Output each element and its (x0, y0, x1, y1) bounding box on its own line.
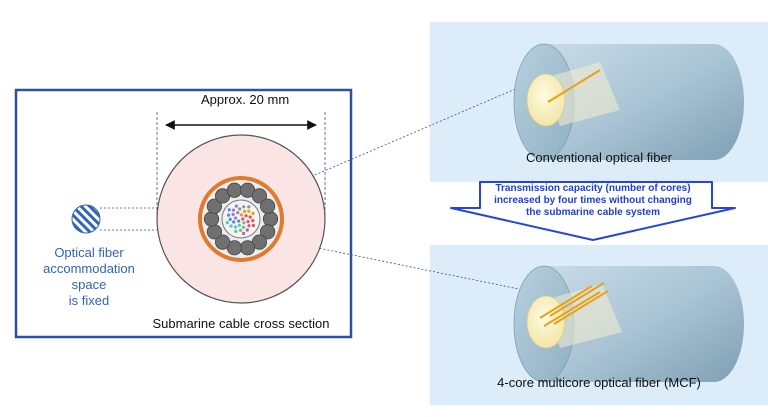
fiber-dot (234, 229, 238, 233)
fiber-dot (246, 220, 250, 224)
armor-wire (251, 188, 267, 204)
fiber-dot (238, 228, 243, 232)
fiber-dot (248, 215, 252, 219)
cable-cross-section (156, 134, 326, 304)
fiber-dot (231, 208, 236, 212)
fiber-dot (247, 224, 251, 228)
fiber-dot (244, 214, 248, 218)
fiber-dot (239, 213, 243, 217)
fiber-space-hatch (71, 204, 101, 234)
fiber-dot (231, 212, 235, 216)
armor-wire (259, 224, 276, 240)
fiber-tube (221, 199, 261, 239)
armor-wire (206, 224, 222, 240)
fiber-dot (237, 219, 241, 223)
fiber-bundle (225, 204, 255, 236)
fiber-dot (233, 225, 237, 229)
fiber-dot (236, 211, 240, 215)
dimension-guides (156, 112, 326, 218)
mcf-label: 4-core multicore optical fiber (MCF) (497, 375, 701, 390)
fiber-dot (245, 228, 249, 232)
fiber-dot (227, 208, 231, 212)
armor-wire (215, 234, 231, 250)
width-label: Approx. 20 mm (201, 92, 290, 107)
armor-wire (226, 182, 242, 198)
armor-wires (203, 182, 279, 256)
fiber-dot (247, 209, 251, 213)
mcf-fiber-illustration (513, 265, 744, 383)
single-core (547, 69, 601, 103)
four-cores (539, 282, 609, 327)
armor-wire (240, 240, 256, 256)
armor-wire (203, 211, 220, 227)
fiber-dot (234, 216, 238, 220)
fiber-dot (241, 217, 245, 221)
fiber-dot (234, 204, 238, 208)
fiber-dot (237, 223, 241, 227)
capacity-arrow (450, 181, 736, 241)
fiber-dot (251, 223, 255, 228)
conventional-fiber-illustration (513, 43, 744, 161)
fiber-space-label: Optical fiber accommodation space is fix… (43, 245, 135, 308)
fiber-dot (232, 220, 236, 224)
armor-wire (262, 211, 279, 227)
capacity-arrow-text: Transmission capacity (number of cores) … (494, 183, 692, 218)
conventional-fiber-label: Conventional optical fiber (526, 150, 672, 165)
fiber-dot (251, 219, 255, 223)
cross-section-caption: Submarine cable cross section (152, 316, 330, 331)
fiber-dot (228, 217, 232, 221)
fiber-dot (242, 221, 246, 225)
fiber-dot (229, 224, 233, 228)
fiber-dot (238, 207, 242, 211)
fiber-dot (227, 213, 231, 217)
fiber-dot (251, 211, 255, 215)
fiber-dot (242, 209, 247, 213)
fiber-dot (225, 221, 229, 225)
fiber-dot (242, 205, 246, 209)
fiber-dot (241, 231, 246, 236)
fiber-dot (242, 225, 246, 229)
armor-wire (206, 198, 222, 214)
armor-wire (259, 198, 276, 214)
fiber-dot (247, 205, 251, 209)
